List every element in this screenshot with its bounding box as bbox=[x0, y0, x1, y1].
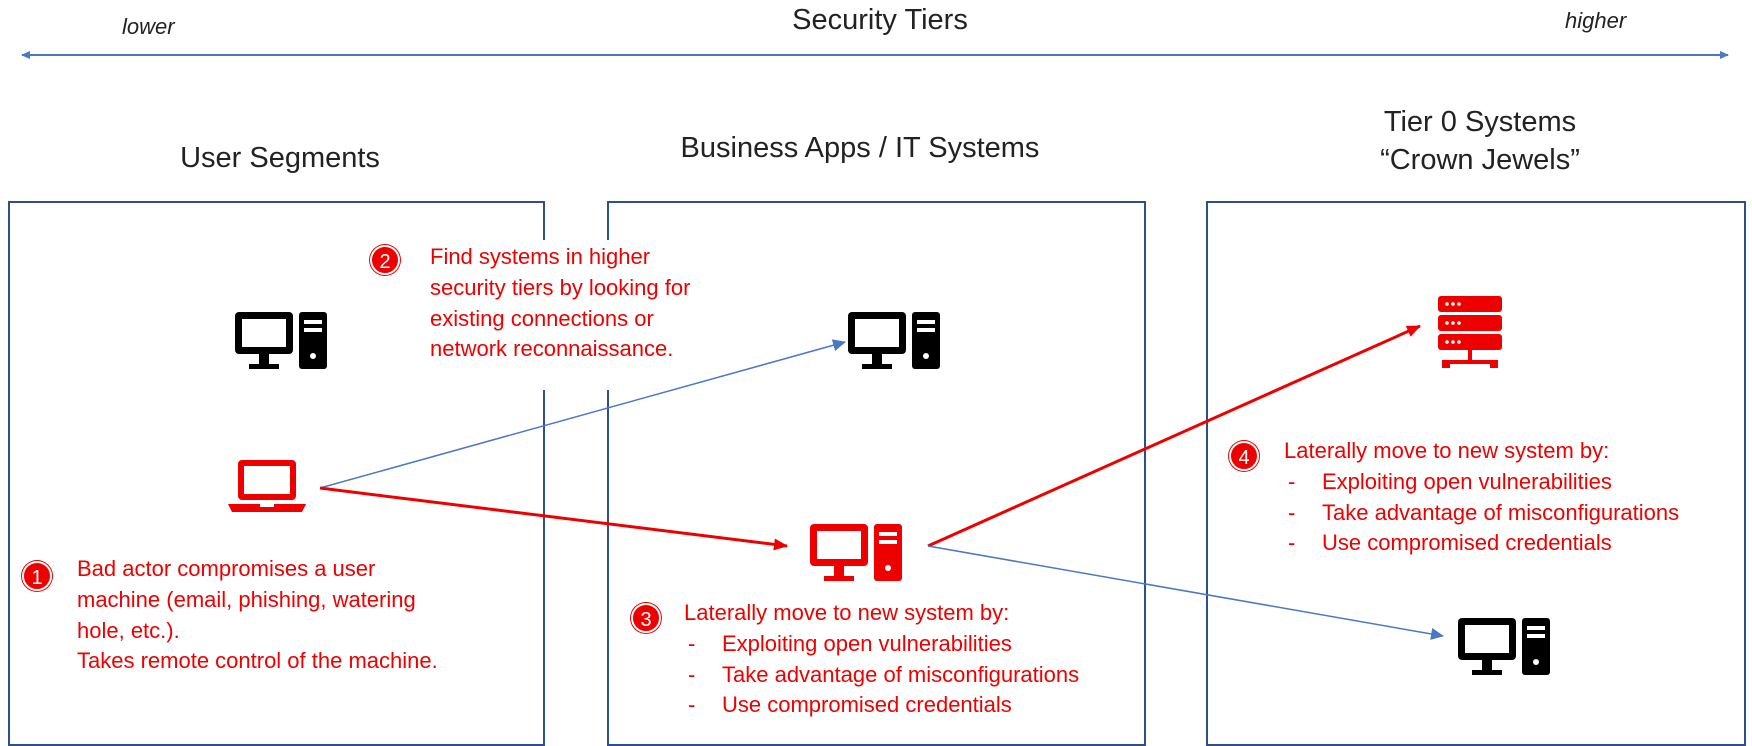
desktop-computer-icon bbox=[235, 312, 327, 369]
axis-high-label: higher bbox=[1565, 8, 1627, 33]
tier-title-line: User Segments bbox=[180, 142, 380, 174]
step-1-line: Bad actor compromises a user bbox=[77, 556, 376, 581]
step-3-bullet: Use compromised credentials bbox=[684, 690, 1144, 721]
step-1-line: hole, etc.). bbox=[77, 617, 180, 643]
attack-arrow-to-business-desktop bbox=[319, 486, 788, 551]
step-4-bullet-list: Exploiting open vulnerabilities Take adv… bbox=[1284, 467, 1744, 559]
axis-title: Security Tiers bbox=[792, 4, 968, 36]
tier-title-line: “Crown Jewels” bbox=[1380, 143, 1580, 176]
step-3-text: Laterally move to new system by: Exploit… bbox=[684, 598, 1144, 721]
tier-title-line: Tier 0 Systems bbox=[1383, 106, 1577, 138]
step-2-badge: 2 bbox=[370, 245, 400, 275]
tier-title-user-segments: User Segments bbox=[80, 140, 480, 178]
desktop-computer-icon bbox=[848, 312, 940, 369]
step-3-bullet-list: Exploiting open vulnerabilities Take adv… bbox=[684, 629, 1144, 721]
tier-title-crown-jewels: Tier 0 Systems “Crown Jewels” bbox=[1280, 104, 1680, 179]
step-1-line: Takes remote control of the machine. bbox=[77, 648, 438, 674]
step-2-line: existing connections or bbox=[430, 305, 654, 331]
laptop-icon bbox=[228, 460, 306, 512]
step-2-line: security tiers by looking for bbox=[430, 274, 691, 300]
callout-2-background bbox=[362, 240, 752, 390]
server-rack-icon bbox=[1438, 296, 1502, 368]
step-4-heading: Laterally move to new system by: bbox=[1284, 438, 1610, 463]
step-1-badge: 1 bbox=[22, 561, 52, 591]
desktop-computer-icon bbox=[1458, 618, 1550, 675]
tier-title-business-apps: Business Apps / IT Systems bbox=[620, 130, 1100, 168]
step-4-bullet: Use compromised credentials bbox=[1284, 528, 1744, 559]
step-2-line: Find systems in higher bbox=[430, 244, 651, 269]
step-4-bullet: Exploiting open vulnerabilities bbox=[1284, 467, 1744, 498]
step-3-badge: 3 bbox=[631, 603, 661, 633]
recon-arrow-to-crown-desktop bbox=[927, 545, 1444, 640]
axis-low-label: lower bbox=[122, 14, 175, 39]
step-3-heading: Laterally move to new system by: bbox=[684, 600, 1010, 625]
step-2-line: network reconnaissance. bbox=[430, 336, 674, 362]
recon-arrow-to-business-desktop bbox=[319, 339, 846, 489]
step-3-bullet: Exploiting open vulnerabilities bbox=[684, 629, 1144, 660]
step-4-badge: 4 bbox=[1229, 441, 1259, 471]
attack-arrow-to-server bbox=[927, 324, 1421, 548]
step-3-bullet: Take advantage of misconfigurations bbox=[684, 660, 1144, 691]
desktop-computer-icon bbox=[810, 524, 902, 581]
step-2-text: Find systems in higher security tiers by… bbox=[430, 242, 750, 365]
step-4-bullet: Take advantage of misconfigurations bbox=[1284, 498, 1744, 529]
step-1-line: machine (email, phishing, watering bbox=[77, 586, 416, 612]
tier-title-line: Business Apps / IT Systems bbox=[680, 132, 1040, 164]
step-4-text: Laterally move to new system by: Exploit… bbox=[1284, 436, 1744, 559]
step-1-text: Bad actor compromises a user machine (em… bbox=[77, 554, 527, 677]
